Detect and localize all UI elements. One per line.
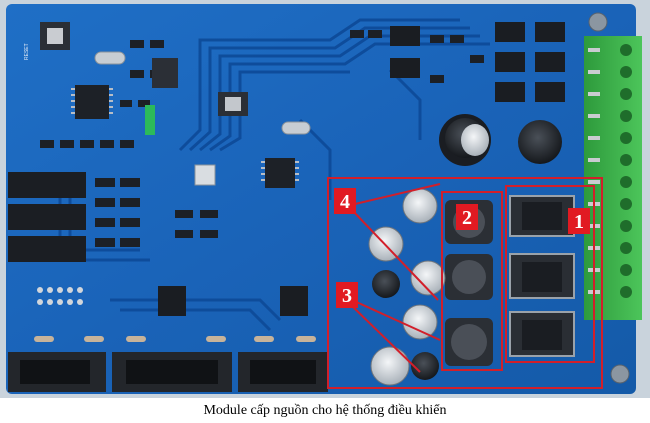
header-small xyxy=(152,58,178,88)
smd-components-left xyxy=(95,178,218,247)
ic-top-1 xyxy=(390,26,420,46)
ic-top-6 xyxy=(535,22,565,42)
pin-header-lower-left xyxy=(37,287,83,305)
capacitor-large-1-shine xyxy=(461,124,489,156)
relay-3 xyxy=(8,236,86,262)
regulators xyxy=(509,195,575,357)
terminal-screws xyxy=(620,44,632,298)
bottom-connector-slots xyxy=(20,360,316,384)
callout-2-label: 2 xyxy=(462,207,472,229)
pcb-illustration: RESET xyxy=(0,0,650,398)
capacitor-large-2 xyxy=(518,120,562,164)
callout-1-label: 1 xyxy=(574,211,584,233)
mounting-hole-bottom-right xyxy=(610,364,630,384)
mcu-chip xyxy=(75,85,109,119)
callout-2: 2 xyxy=(456,204,478,230)
jumper-header xyxy=(194,164,216,186)
mcu-pins xyxy=(71,88,113,114)
callout-4: 4 xyxy=(334,188,356,214)
callout-3-label: 3 xyxy=(342,285,352,307)
ic-top-5 xyxy=(495,82,525,102)
figure-caption: Module cấp nguồn cho hệ thống điều khiển xyxy=(203,403,447,418)
ic-top-3 xyxy=(495,22,525,42)
ic-top-8 xyxy=(535,82,565,102)
dip-ic-1 xyxy=(158,286,186,316)
relay-2 xyxy=(8,204,86,230)
silkscreen-reset: RESET xyxy=(24,43,30,60)
mounting-hole-top-right xyxy=(588,12,608,32)
pcb-photo: RESET xyxy=(0,0,650,398)
mid-switch-cap xyxy=(225,97,241,111)
annotation-frames xyxy=(327,177,603,389)
crystal xyxy=(94,51,126,65)
ic-top-7 xyxy=(535,52,565,72)
ic-top-2 xyxy=(390,58,420,78)
callout-1: 1 xyxy=(568,208,590,234)
resistor-row xyxy=(34,336,316,342)
callout-4-label: 4 xyxy=(340,191,350,213)
ic-top-4 xyxy=(495,52,525,72)
reset-switch-cap xyxy=(47,28,63,44)
capacitors-power xyxy=(368,188,446,386)
center-chip-pins xyxy=(261,161,299,181)
dip-ic-2 xyxy=(280,286,308,316)
green-leds xyxy=(145,105,155,135)
crystal-2 xyxy=(281,121,311,135)
center-chip xyxy=(265,158,295,188)
callout-3: 3 xyxy=(336,282,358,308)
relay-1 xyxy=(8,172,86,198)
